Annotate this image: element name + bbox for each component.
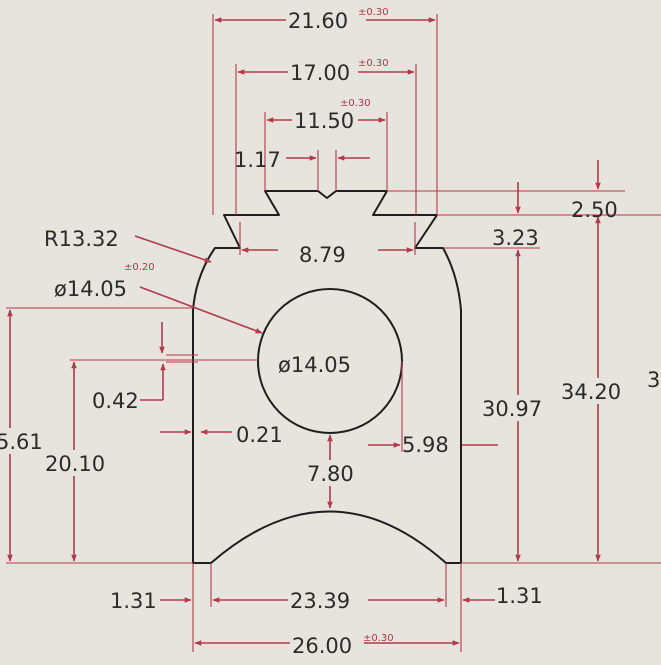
dim-1-31-right: 1.31 bbox=[496, 584, 543, 608]
dim-17-00: 17.00 bbox=[290, 61, 350, 85]
dim-7-80: 7.80 bbox=[307, 462, 354, 486]
dim-0-42: 0.42 bbox=[92, 389, 139, 413]
dim-21-60: 21.60 bbox=[288, 9, 348, 33]
dim-1-17: 1.17 bbox=[234, 148, 281, 172]
dim-20-10: 20.10 bbox=[45, 452, 105, 476]
tol-17-00: ±0.30 bbox=[358, 58, 389, 69]
dim-8-79: 8.79 bbox=[299, 243, 346, 267]
tol-11-50: ±0.30 bbox=[340, 98, 371, 109]
dim-34-20: 34.20 bbox=[561, 380, 621, 404]
dim-30-97: 30.97 bbox=[482, 397, 542, 421]
dimension-texts: 21.60 ±0.30 17.00 ±0.30 11.50 ±0.30 1.17… bbox=[0, 6, 660, 658]
part-profile bbox=[192, 190, 462, 564]
tol-21-60: ±0.30 bbox=[358, 7, 389, 18]
dim-hole-inside: ø14.05 bbox=[278, 353, 351, 377]
tol-hole: ±0.20 bbox=[124, 262, 155, 273]
dim-2-50: 2.50 bbox=[571, 198, 618, 222]
dim-1-31-left: 1.31 bbox=[110, 589, 157, 613]
tol-26-00: ±0.30 bbox=[363, 633, 394, 644]
dim-r13-32: R13.32 bbox=[44, 227, 119, 251]
dim-23-39: 23.39 bbox=[290, 589, 350, 613]
dim-right-partial: 3 bbox=[647, 368, 660, 392]
dim-11-50: 11.50 bbox=[294, 109, 354, 133]
dim-0-21: 0.21 bbox=[236, 423, 283, 447]
dim-26-00: 26.00 bbox=[292, 634, 352, 658]
dim-5-98: 5.98 bbox=[402, 433, 449, 457]
dim-hole-callout: ø14.05 bbox=[54, 277, 127, 301]
dim-3-23: 3.23 bbox=[492, 226, 539, 250]
dim-5-61: 5.61 bbox=[0, 430, 43, 454]
